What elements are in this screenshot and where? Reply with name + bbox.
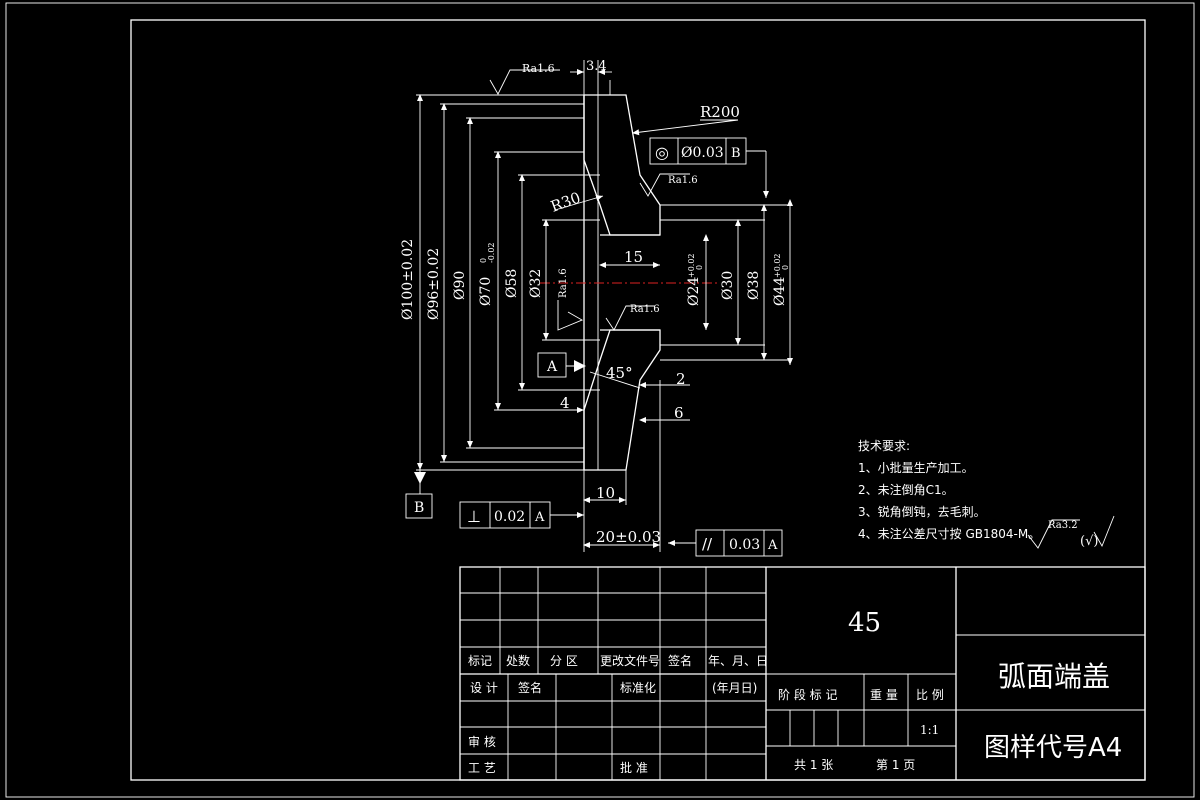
perpendicularity-value: 0.02 <box>494 509 525 525</box>
tb-header-zone: 分 区 <box>550 654 578 668</box>
concentricity-symbol: ◎ <box>655 143 669 162</box>
parallelism-symbol: // <box>702 535 713 553</box>
dim-r30: R30 <box>548 188 583 215</box>
tb-date: (年月日) <box>712 681 757 695</box>
tb-process: 工 艺 <box>468 761 496 775</box>
roughness-general-label: Ra3.2 <box>1048 520 1078 531</box>
parallelism-value: 0.03 <box>729 537 760 553</box>
tb-part-name: 弧面端盖 <box>998 660 1110 693</box>
datum-b-label: B <box>414 500 424 516</box>
parallelism-datum: A <box>767 538 778 553</box>
tb-stage: 阶 段 标 记 <box>778 687 837 702</box>
dim-15: 15 <box>624 248 643 266</box>
dim-dia90: Ø90 <box>452 271 468 300</box>
tb-sheets-total: 共 1 张 <box>794 758 833 772</box>
title-block: 标记 处数 分 区 更改文件号 签名 年、月、日 设 计 签名 标准化 (年月日… <box>459 566 1146 781</box>
dim-dia24-upper: +0.02 <box>687 253 696 278</box>
dim-dia96: Ø96±0.02 <box>426 248 442 320</box>
tb-weight: 重 量 <box>870 688 898 702</box>
dim-r200: R200 <box>700 103 740 121</box>
note-2: 2、未注倒角C1。 <box>858 482 954 497</box>
note-1: 1、小批量生产加工。 <box>858 460 974 475</box>
roughness-right-label: Ra1.6 <box>668 175 698 186</box>
tb-sign: 签名 <box>518 680 542 695</box>
notes-paren: (√) <box>1080 534 1098 549</box>
tb-design: 设 计 <box>470 681 498 695</box>
technical-notes: 技术要求: 1、小批量生产加工。 2、未注倒角C1。 3、锐角倒钝，去毛刺。 4… <box>858 439 1115 549</box>
dim-dia70: Ø70 <box>478 277 494 306</box>
datum-b: B <box>405 470 433 519</box>
dim-3-4: 3.4 <box>586 59 607 74</box>
tb-header-mark: 标记 <box>468 654 492 668</box>
tb-standardize: 标准化 <box>620 681 656 695</box>
roughness-symbol-top: Ra1.6 <box>489 62 560 95</box>
datum-a: A <box>537 352 586 378</box>
perpendicularity-symbol: ⊥ <box>467 507 481 526</box>
dim-dia70-upper: 0 <box>479 258 488 263</box>
dim-10: 10 <box>596 484 615 502</box>
dim-dia44-lower: 0 <box>781 265 790 270</box>
concentricity-value: Ø0.03 <box>681 145 724 161</box>
horizontal-dimensions <box>560 60 690 552</box>
outer-border <box>5 2 1195 798</box>
tb-header-date: 年、月、日 <box>708 654 768 668</box>
tb-approve: 批 准 <box>620 760 648 775</box>
perpendicularity-frame: ⊥ 0.02 A <box>459 501 584 529</box>
dim-angle-45: 45° <box>606 364 633 382</box>
dim-dia44: Ø44 <box>772 277 788 306</box>
roughness-bore-label: Ra1.6 <box>558 268 569 298</box>
tb-drawing-no: 图样代号A4 <box>984 733 1122 763</box>
concentricity-frame: ◎ Ø0.03 B <box>649 137 769 198</box>
roughness-symbol-center: Ra1.6 <box>605 304 660 331</box>
tb-header-count: 处数 <box>506 653 530 668</box>
dim-dia32: Ø32 <box>528 269 544 298</box>
roughness-symbol-right: Ra1.6 <box>639 173 698 197</box>
roughness-center-label: Ra1.6 <box>630 304 660 315</box>
datum-a-label: A <box>546 359 558 375</box>
concentricity-datum: B <box>731 146 741 161</box>
dim-dia30: Ø30 <box>720 271 736 300</box>
dim-dia70-lower: -0.02 <box>487 242 496 263</box>
tb-ratio: 比 例 <box>916 688 944 702</box>
tb-material: 45 <box>848 608 881 638</box>
tb-header-sign: 签名 <box>668 653 692 668</box>
tb-scale: 1:1 <box>920 723 939 737</box>
roughness-symbol-bore: Ra1.6 <box>557 268 584 331</box>
dim-dia44-upper: +0.02 <box>773 253 782 278</box>
dim-4: 4 <box>560 394 570 412</box>
tb-header-change-doc: 更改文件号 <box>600 653 660 668</box>
part-section <box>540 80 790 471</box>
dim-6: 6 <box>674 404 684 422</box>
dim-dia24-lower: 0 <box>695 265 704 270</box>
roughness-top-label: Ra1.6 <box>522 62 555 75</box>
dim-dia100: Ø100±0.02 <box>400 239 416 320</box>
dim-2: 2 <box>676 370 686 388</box>
tb-review: 审 核 <box>468 734 496 749</box>
notes-title: 技术要求: <box>858 439 910 453</box>
dim-dia58: Ø58 <box>504 269 520 298</box>
dim-dia24: Ø24 <box>686 277 702 306</box>
note-3: 3、锐角倒钝，去毛刺。 <box>858 505 986 519</box>
dim-dia38: Ø38 <box>746 271 762 300</box>
perpendicularity-datum: A <box>534 510 545 525</box>
dim-20: 20±0.03 <box>596 528 661 546</box>
parallelism-frame: // 0.03 A <box>668 529 783 557</box>
tb-sheet-no: 第 1 页 <box>876 758 915 772</box>
right-diameter-dimensions <box>703 199 793 365</box>
note-4: 4、未注公差尺寸按 GB1804-M。 <box>858 526 1040 541</box>
left-diameter-dimensions <box>416 94 600 471</box>
